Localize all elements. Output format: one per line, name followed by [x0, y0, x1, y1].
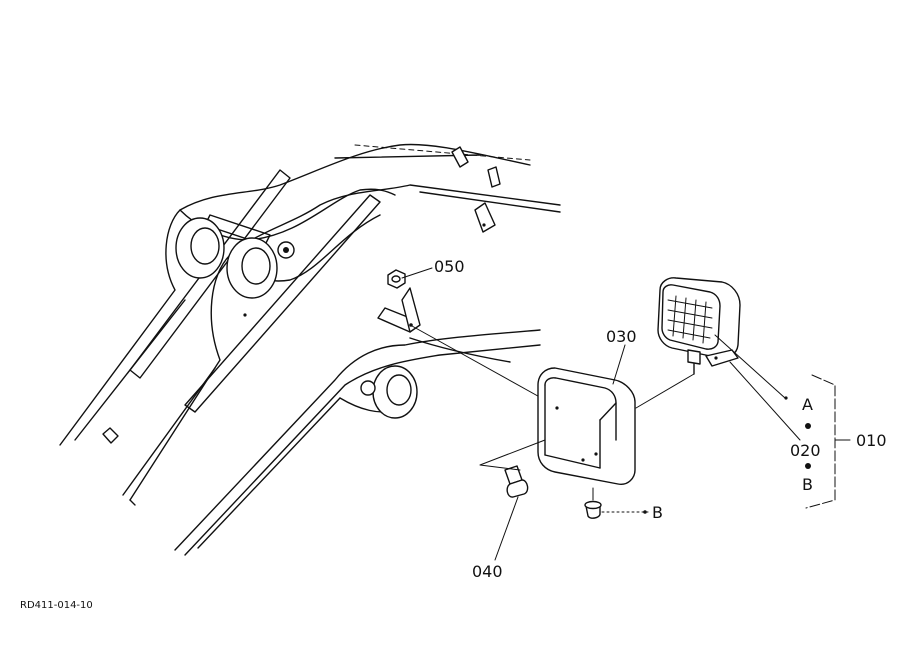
- leader-a: [714, 334, 786, 399]
- arm-section: [174, 329, 541, 556]
- group-dot-2: [805, 463, 811, 469]
- leader-030: [612, 344, 626, 385]
- callout-020: 020: [790, 441, 821, 460]
- callout-010: 010: [856, 431, 887, 450]
- group-bracket-010: [805, 374, 836, 509]
- assembly-line-040: [479, 439, 546, 471]
- callout-040: 040: [472, 562, 503, 581]
- leader-020: [729, 361, 801, 441]
- boom-bushing-1: [451, 146, 469, 168]
- part-040-bolt: [504, 465, 529, 498]
- assembly-line-010-030: [635, 373, 695, 409]
- group-dot-1: [805, 423, 811, 429]
- callout-030: 030: [606, 327, 637, 346]
- leader-050: [401, 267, 433, 279]
- part-050-nut: [387, 269, 406, 289]
- assembly-line-050-030: [411, 325, 546, 401]
- callout-plug-b: B: [652, 503, 663, 522]
- boom-arm: [59, 143, 561, 506]
- callout-050: 050: [434, 257, 465, 276]
- leader-040: [494, 496, 519, 561]
- pivot-boss-left: [175, 217, 225, 279]
- part-050-bracket: [377, 287, 421, 333]
- plug-b: [584, 500, 602, 519]
- boom-block: [474, 202, 496, 233]
- part-020-bulb: [705, 349, 739, 367]
- pivot-boss-right: [226, 237, 295, 299]
- boom-nut-lower-left: [102, 427, 119, 444]
- part-010-work-light: [657, 277, 741, 375]
- callout-b-group: B: [802, 475, 813, 494]
- boom-bushing-2: [487, 166, 501, 188]
- drawing-code: RD411-014-10: [20, 600, 93, 611]
- part-030-housing: [537, 367, 636, 485]
- callout-a: A: [802, 395, 813, 414]
